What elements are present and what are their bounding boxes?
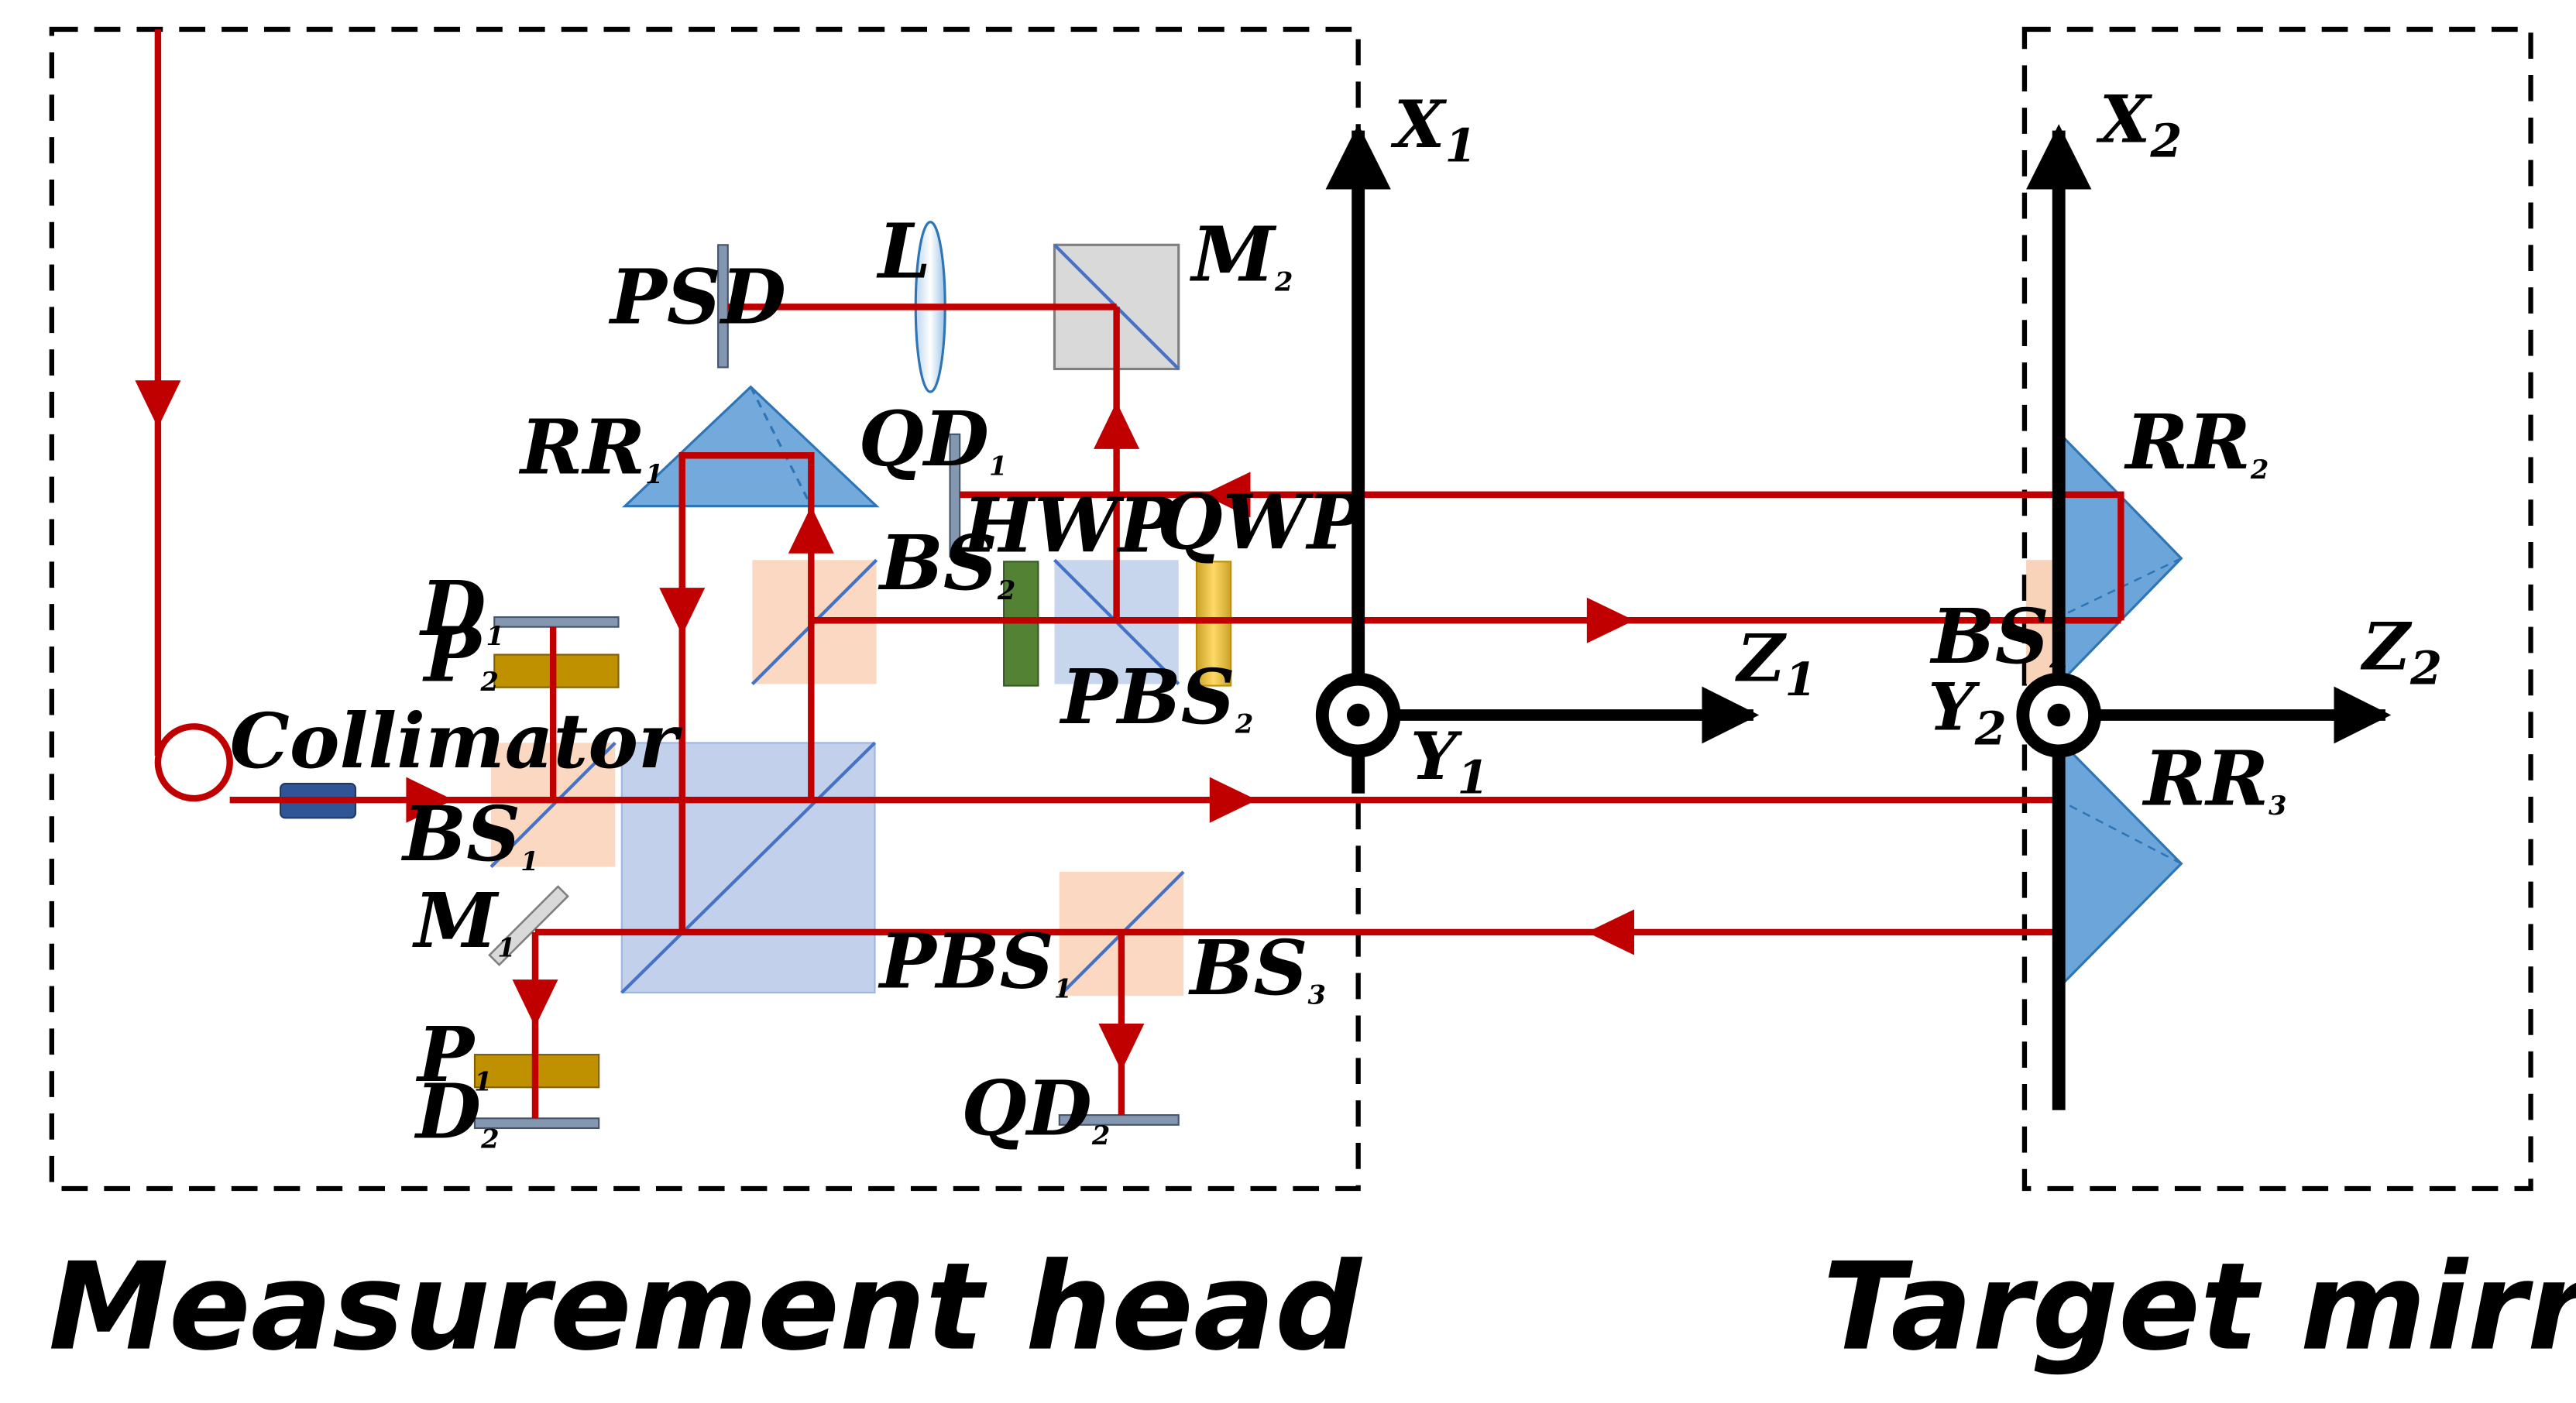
label-d2: D2: [414, 1068, 500, 1156]
label-d1: D1: [418, 564, 504, 653]
label-pbs2: PBS2: [1059, 653, 1253, 741]
label-x2: X2: [2096, 81, 2183, 167]
target-mirror-box: [2021, 26, 2533, 1192]
label-p1: P1: [415, 1010, 492, 1099]
label-bs4: BS4: [1929, 592, 2067, 681]
label-x1: X1: [1390, 86, 1477, 173]
label-qd1: QD1: [858, 395, 1007, 483]
d1-detector: [493, 616, 620, 628]
laser-beams: [154, 29, 2124, 1119]
label-y1: Y1: [1410, 718, 1489, 804]
label-m1: M1: [412, 876, 516, 965]
label-rr3: RR3: [2142, 734, 2287, 822]
caption-measurement-head: Measurement head: [49, 1237, 1363, 1377]
label-bs1: BS1: [400, 790, 538, 878]
caption-target-mirror: Target mirror: [1822, 1237, 2576, 1377]
label-z1: Z1: [1735, 619, 1817, 706]
label-p2: P2: [422, 610, 499, 698]
label-hwp: HWP: [960, 482, 1177, 570]
label-collimator: Collimator: [230, 697, 682, 785]
label-y2: Y2: [1929, 669, 2007, 756]
label-qd2: QD2: [961, 1064, 1110, 1152]
m1-mirror: [488, 885, 569, 966]
axes-group-1: [1315, 124, 1760, 794]
label-bs3: BS3: [1187, 924, 1325, 1012]
label-lens: L: [876, 207, 931, 295]
label-pbs1: PBS1: [878, 918, 1072, 1006]
label-bs2: BS2: [878, 519, 1015, 607]
beam-arrows: [135, 380, 1635, 1072]
axes-group-2: [2016, 124, 2392, 1110]
label-rr2: RR2: [2124, 398, 2269, 486]
label-z2: Z2: [2360, 608, 2442, 695]
label-m2: M2: [1190, 211, 1293, 299]
label-rr1: RR1: [518, 403, 664, 491]
label-qwp: QWP: [1157, 478, 1365, 566]
label-psd: PSD: [608, 252, 786, 341]
